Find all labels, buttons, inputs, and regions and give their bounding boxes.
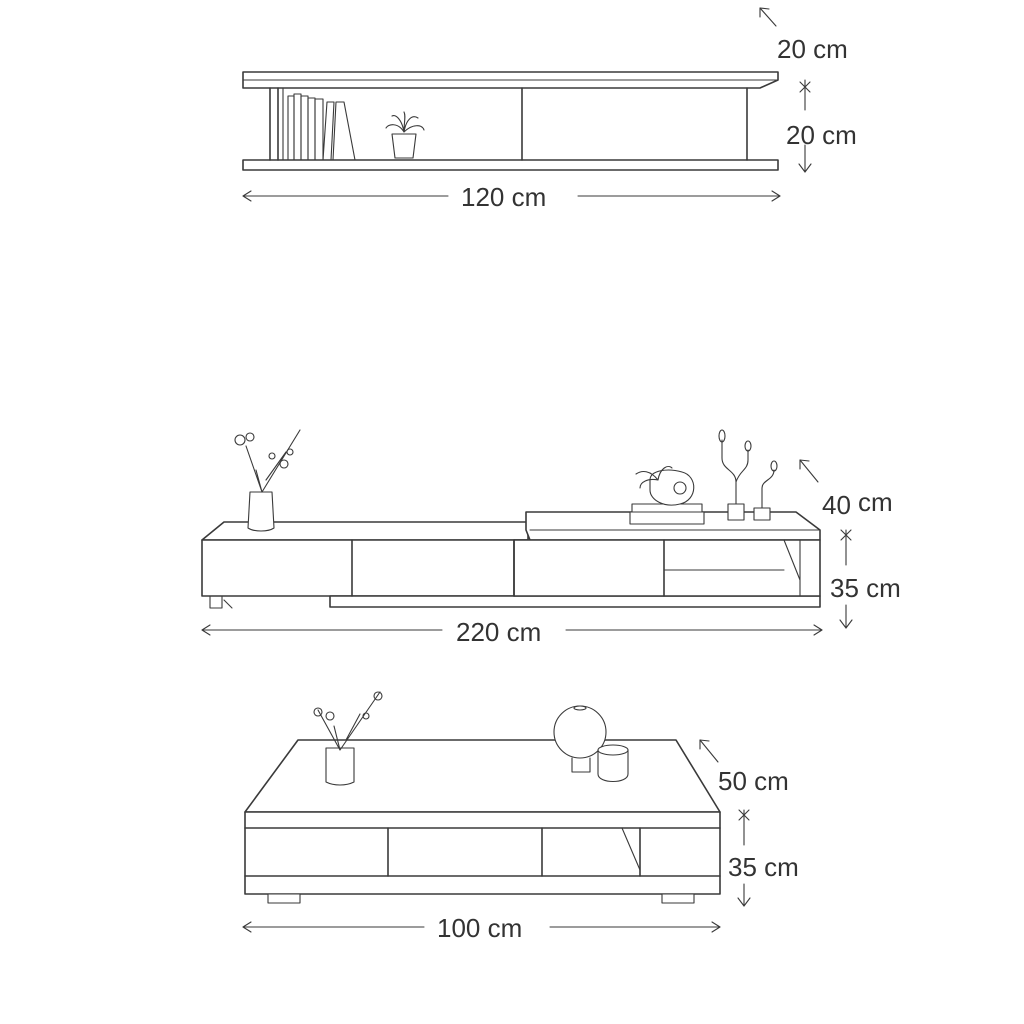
shelf-depth-arrow <box>759 7 777 27</box>
books-icon <box>287 93 356 161</box>
tv-stand-depth-unit: cm <box>858 487 893 517</box>
coffee-table-drawing: 50 cm 35 cm 100 cm <box>242 691 799 943</box>
shelf-width-arrow <box>242 190 781 202</box>
shelf-height-arrow <box>798 79 812 173</box>
coffee-table-depth-arrow <box>699 739 719 763</box>
flower-vase-icon <box>234 429 301 532</box>
shelf-height-label: 20 cm <box>786 120 857 150</box>
shelf-width-label: 120 cm <box>461 182 546 212</box>
tv-stand-width-arrow <box>201 624 823 636</box>
potted-plant-icon <box>385 111 425 159</box>
coffee-table-width-arrow <box>242 921 721 933</box>
cup-icon <box>597 744 629 783</box>
tv-stand-depth-arrow <box>799 459 819 483</box>
tv-stand-height-label: 35 cm <box>830 573 901 603</box>
tv-stand-width-label: 220 cm <box>456 617 541 647</box>
round-vase-icon <box>553 705 607 773</box>
candle-holders-icon <box>718 429 778 521</box>
books-and-vase-icon <box>629 465 705 525</box>
wall-shelf-drawing: 20 cm 20 cm 120 cm <box>242 7 857 212</box>
flower-vase-icon <box>313 691 383 786</box>
tv-stand-depth-value: 40 <box>822 490 851 520</box>
tv-stand-height-arrow <box>839 529 853 629</box>
shelf-depth-label: 20 cm <box>777 34 848 64</box>
coffee-table-width-label: 100 cm <box>437 913 522 943</box>
coffee-table-height-arrow <box>737 809 751 907</box>
coffee-table-height-label: 35 cm <box>728 852 799 882</box>
tv-stand-drawing: 40 cm 35 cm 220 cm <box>201 429 901 647</box>
coffee-table-depth-label: 50 cm <box>718 766 789 796</box>
